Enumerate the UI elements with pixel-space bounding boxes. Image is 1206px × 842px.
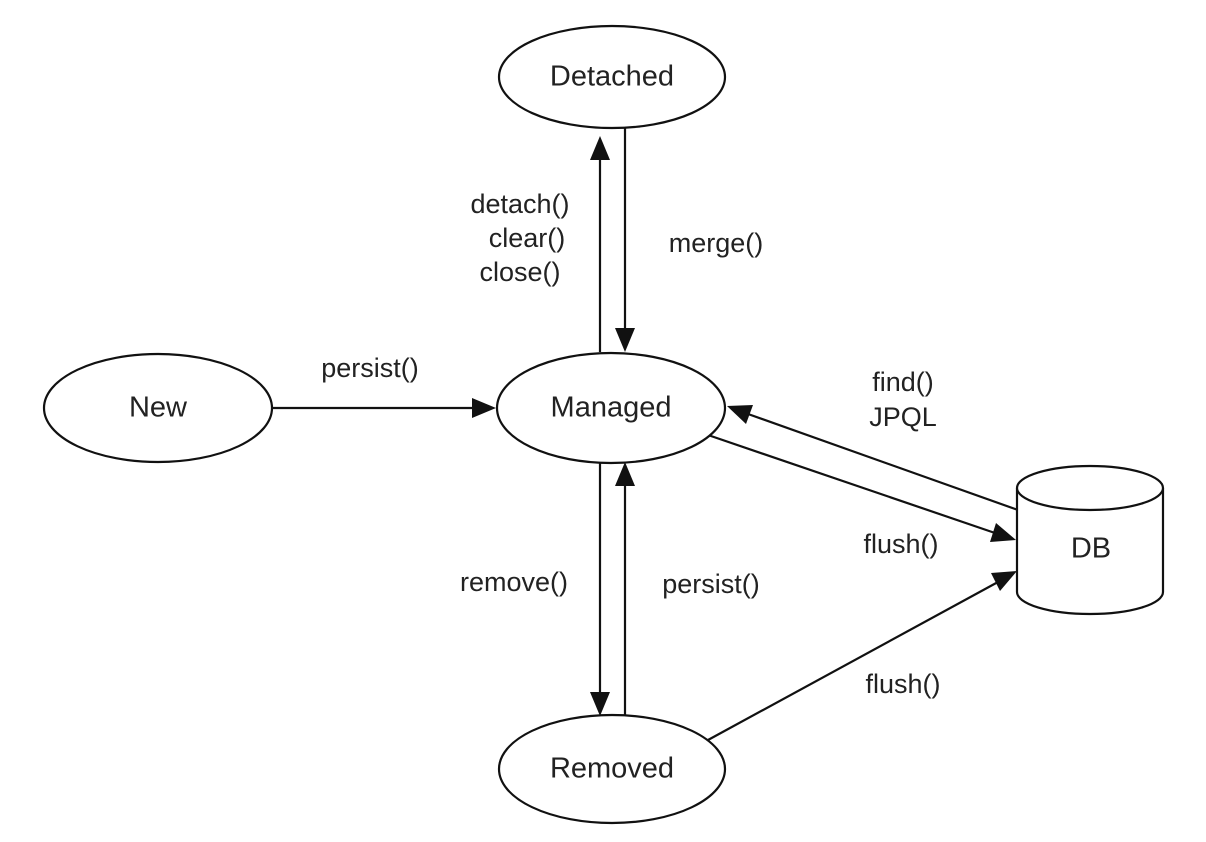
- state-new: New: [42, 352, 274, 464]
- state-removed: Removed: [497, 713, 727, 825]
- state-new-label: New: [129, 392, 188, 424]
- edge-detached-to-managed: [615, 128, 635, 352]
- edge-managed-to-db: [707, 433, 1016, 542]
- db-label: DB: [1071, 533, 1111, 565]
- edge-managed-to-detached: [590, 136, 610, 352]
- label-managed-to-detached-3: close(): [479, 257, 560, 287]
- state-managed-label: Managed: [551, 392, 672, 424]
- db-cylinder: DB: [1015, 464, 1165, 616]
- label-db-to-managed-2: JPQL: [869, 402, 937, 432]
- label-detached-to-managed: merge(): [669, 228, 764, 258]
- state-detached: Detached: [497, 24, 727, 130]
- edge-new-to-managed: [272, 398, 496, 418]
- edge-managed-to-removed: [590, 462, 610, 716]
- edge-db-to-managed: [727, 405, 1019, 512]
- state-detached-label: Detached: [550, 61, 674, 93]
- label-managed-to-removed: remove(): [460, 567, 568, 597]
- label-removed-to-managed: persist(): [662, 569, 760, 599]
- label-removed-to-db: flush(): [865, 669, 940, 699]
- edge-removed-to-managed: [615, 462, 635, 716]
- label-new-to-managed: persist(): [321, 353, 419, 383]
- label-managed-to-db: flush(): [863, 529, 938, 559]
- edge-removed-to-db: [707, 571, 1017, 741]
- label-managed-to-detached-2: clear(): [489, 223, 566, 253]
- label-managed-to-detached-1: detach(): [470, 189, 569, 219]
- state-removed-label: Removed: [550, 753, 674, 785]
- state-managed: Managed: [495, 351, 727, 465]
- label-db-to-managed-1: find(): [872, 367, 934, 397]
